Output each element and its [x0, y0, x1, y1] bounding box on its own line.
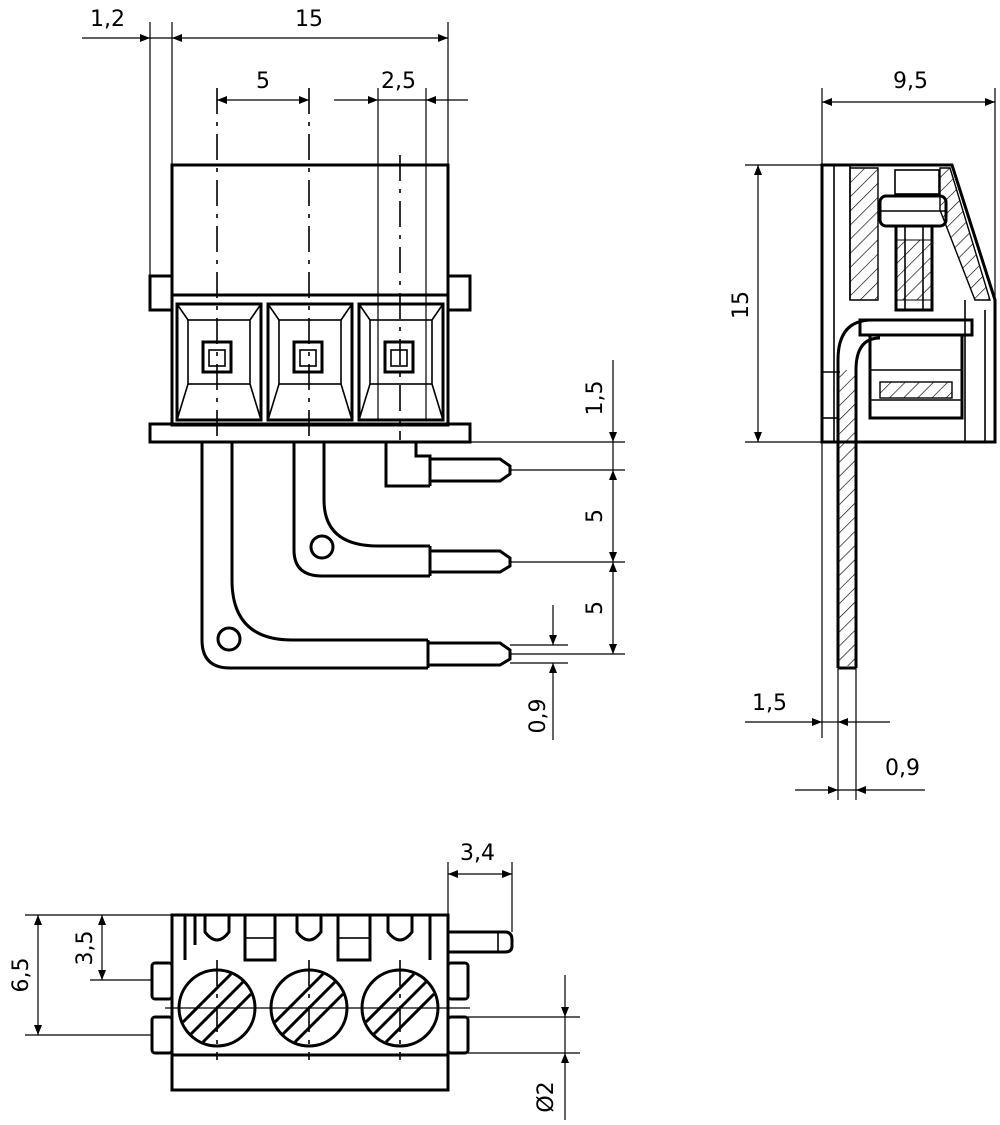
dim-label-side-pin-offset: 1,5	[752, 691, 787, 716]
dim-label-front-pin-pitch-b: 5	[583, 601, 608, 615]
dim-side-bottom: 1,5 0,9	[745, 442, 925, 800]
side-pin-outer	[836, 318, 873, 668]
front-ear-right	[446, 274, 472, 312]
side-view: 9,5 15 1,5 0,9	[729, 69, 997, 800]
dim-label-front-pin-top: 1,5	[583, 381, 608, 416]
bottom-body	[170, 913, 450, 1092]
dim-label-bottom-pin-proj: 3,4	[460, 841, 495, 866]
dim-label-front-offset: 1,2	[90, 7, 125, 32]
dim-label-bottom-screw-pos: 3,5	[73, 931, 98, 966]
front-pin-1	[200, 442, 512, 670]
front-opening-2	[266, 302, 354, 422]
front-pin-3	[384, 442, 512, 488]
dim-label-bottom-height: 6,5	[9, 958, 34, 993]
dim-label-front-pin-offset: 2,5	[381, 69, 416, 94]
front-opening-3	[357, 302, 445, 422]
front-flange	[148, 422, 472, 444]
dim-label-front-pin-thick: 0,9	[526, 699, 551, 734]
dim-front-pitch: 5 2,5	[217, 69, 468, 420]
dim-front-right: 1,5 5 5 0,9	[470, 360, 625, 740]
dim-bottom-pin-proj: 3,4	[447, 841, 513, 932]
dim-label-side-height: 15	[729, 291, 754, 319]
dim-front-top: 1,2 15	[82, 7, 449, 280]
front-housing-top	[170, 163, 450, 297]
bottom-pin	[448, 930, 514, 954]
front-view: 1,2 15 5 2,5 1,5 5 5	[82, 7, 625, 740]
side-pin-inner	[854, 336, 881, 668]
dim-label-bottom-hole: Ø2	[534, 1081, 559, 1112]
dim-label-front-pitch: 5	[256, 69, 270, 94]
bottom-view: 3,4 6,5 3,5 Ø2	[9, 841, 580, 1120]
dim-label-front-pin-pitch-a: 5	[583, 509, 608, 523]
dim-label-front-width: 15	[295, 7, 323, 32]
dim-side-top: 9,5	[821, 69, 996, 300]
front-opening-1	[175, 302, 263, 422]
front-ear-left	[148, 274, 174, 312]
dim-side-height: 15	[729, 164, 822, 443]
dim-label-side-depth: 9,5	[893, 69, 928, 94]
dim-label-side-pin-thick: 0,9	[885, 756, 920, 781]
dim-bottom-hole: Ø2	[468, 975, 580, 1120]
front-pin-2	[292, 442, 512, 578]
dim-bottom-left: 6,5 3,5	[9, 914, 172, 1036]
side-body-outline	[820, 163, 997, 444]
